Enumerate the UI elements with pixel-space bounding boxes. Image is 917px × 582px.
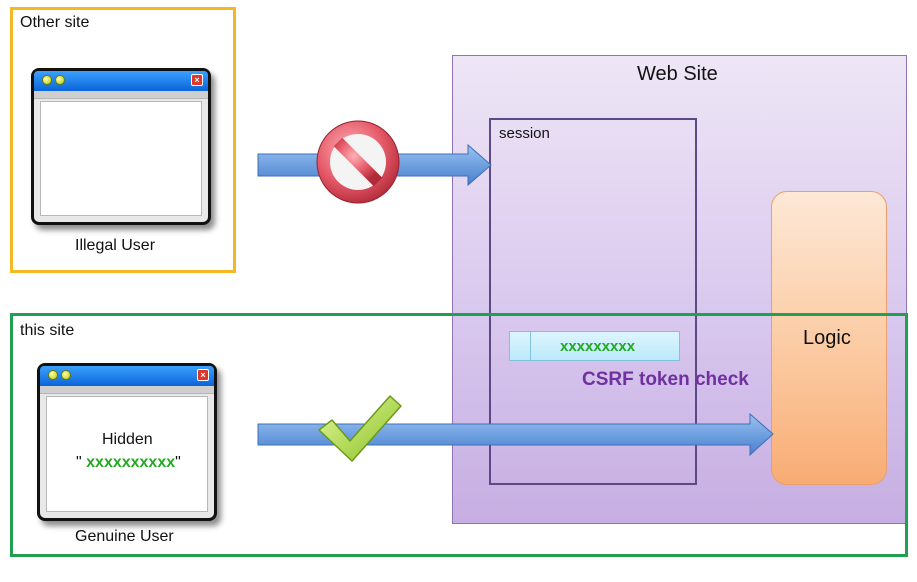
session-token-bar: xxxxxxxxx [509, 331, 680, 361]
window-button-icon [42, 75, 52, 85]
genuine-user-label: Genuine User [75, 528, 174, 545]
logic-label: Logic [803, 327, 851, 349]
website-title: Web Site [637, 63, 718, 85]
prohibited-icon [316, 120, 400, 204]
illegal-user-label: Illegal User [75, 237, 156, 254]
hidden-token-value: xxxxxxxxxx [86, 454, 176, 471]
window-button-icon [55, 75, 65, 85]
this-site-box [10, 313, 908, 557]
window-button-icon [61, 370, 71, 380]
this-site-label: this site [20, 322, 75, 339]
close-icon: × [197, 369, 209, 381]
other-site-box [10, 7, 236, 273]
logic-box [771, 191, 887, 485]
session-box [489, 118, 697, 485]
quote-close: " [175, 454, 181, 471]
window-button-icon [48, 370, 58, 380]
hidden-token-field: " xxxxxxxxxx" [76, 454, 181, 472]
other-site-label: Other site [20, 14, 90, 31]
session-label: session [499, 125, 550, 142]
illegal-user-window: × [31, 68, 211, 225]
quote-open: " [76, 454, 82, 471]
check-icon [318, 395, 402, 462]
csrf-check-label: CSRF token check [582, 369, 749, 390]
close-icon: × [191, 74, 203, 86]
session-token-value: xxxxxxxxx [560, 338, 636, 355]
hidden-field-label: Hidden [102, 431, 153, 448]
genuine-user-window: × [37, 363, 217, 521]
